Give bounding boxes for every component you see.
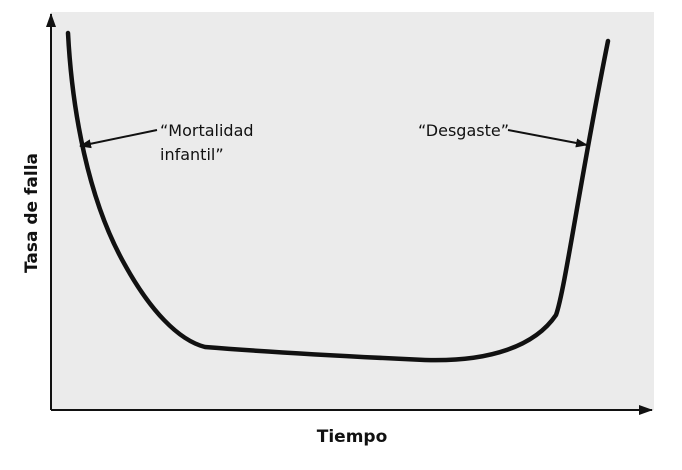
infant-mortality-pointer	[79, 129, 158, 149]
failure-rate-curve	[65, 30, 611, 363]
y-axis-label: Tasa de falla	[22, 153, 42, 273]
x-axis-label: Tiempo	[317, 427, 388, 447]
infant-mortality-label-line1: “Mortalidad	[160, 121, 254, 140]
wear-out-label: “Desgaste”	[418, 121, 509, 140]
infant-mortality-label-line2: infantil”	[160, 145, 224, 164]
plot-background	[51, 12, 654, 410]
wear-out-pointer	[507, 129, 588, 148]
